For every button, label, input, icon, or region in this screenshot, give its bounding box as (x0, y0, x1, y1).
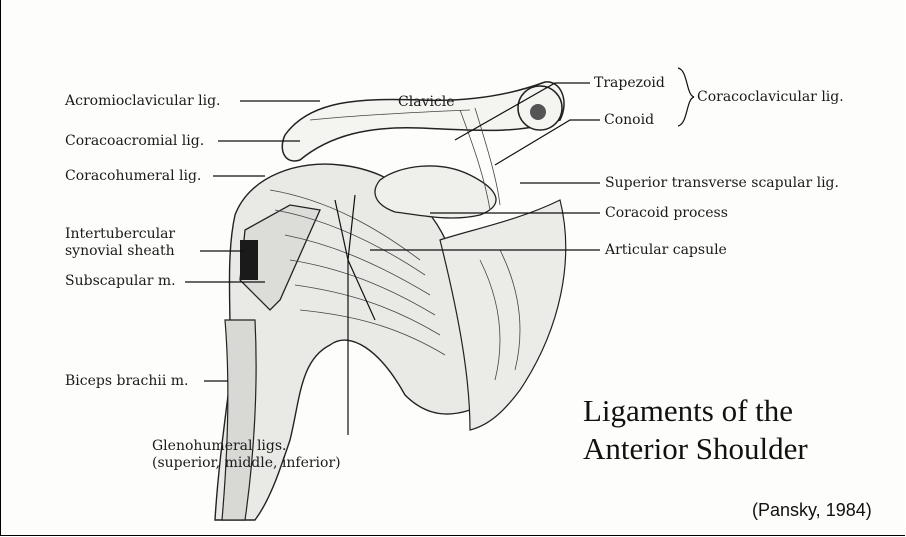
title-line-2: Anterior Shoulder (583, 430, 808, 468)
label-clavicle: Clavicle (398, 94, 455, 111)
label-intertubercular-2: synovial sheath (65, 243, 175, 260)
label-superior-transverse: Superior transverse scapular lig. (605, 175, 839, 192)
label-articular-capsule: Articular capsule (605, 242, 727, 259)
label-glenohumeral-1: Glenohumeral ligs. (152, 438, 287, 455)
label-conoid: Conoid (604, 112, 654, 129)
clavicle-marrow (530, 104, 546, 120)
label-coracohumeral: Coracohumeral lig. (65, 168, 201, 185)
label-subscapular: Subscapular m. (65, 273, 176, 290)
label-coracoid-process: Coracoid process (605, 205, 728, 222)
sheath-dark (240, 240, 258, 280)
label-acromioclavicular: Acromioclavicular lig. (65, 93, 221, 110)
title-line-1: Ligaments of the (583, 392, 808, 430)
label-trapezoid: Trapezoid (594, 75, 665, 92)
figure-title: Ligaments of the Anterior Shoulder (583, 392, 808, 468)
label-intertubercular-1: Intertubercular (65, 226, 175, 243)
source-credit: (Pansky, 1984) (752, 500, 872, 521)
label-biceps: Biceps brachii m. (65, 373, 188, 390)
coracoid-shape (375, 166, 496, 218)
label-coracoclavicular: Coracoclavicular lig. (697, 89, 844, 106)
label-coracoacromial: Coracoacromial lig. (65, 133, 204, 150)
label-glenohumeral-2: (superior, middle, inferior) (152, 455, 341, 472)
